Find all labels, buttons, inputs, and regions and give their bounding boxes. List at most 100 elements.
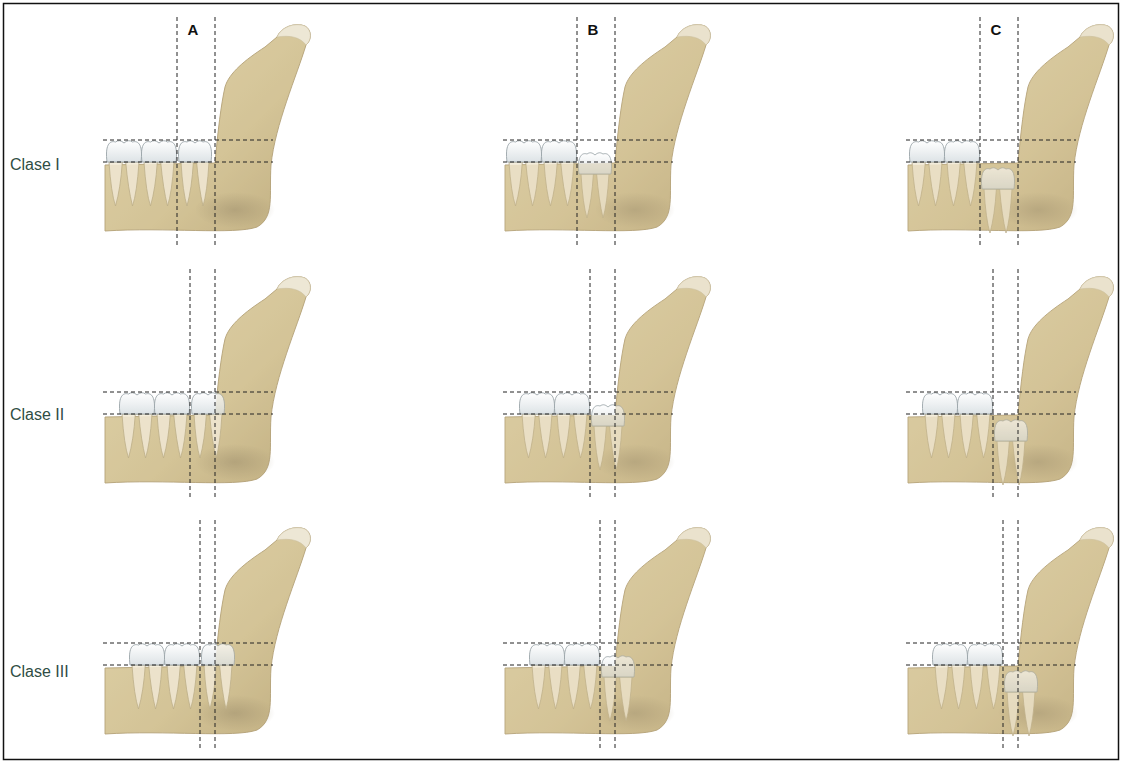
tooth: [922, 393, 957, 458]
tooth-crown: [178, 141, 211, 162]
tooth-crown: [967, 644, 1002, 665]
mandible: [908, 277, 1113, 483]
tooth: [529, 644, 564, 709]
tooth: [909, 141, 944, 206]
reference-line: [103, 643, 273, 644]
reference-line: [103, 140, 273, 141]
condyle-cap: [277, 277, 310, 297]
mandible-panel: [103, 17, 310, 247]
reference-line: [177, 17, 178, 247]
condyle-cap: [1080, 277, 1113, 297]
tooth: [957, 393, 992, 458]
reference-line: [215, 269, 216, 499]
tooth-crown: [519, 393, 554, 414]
reference-line: [906, 392, 1076, 393]
bone-overlay: [908, 25, 1113, 231]
tooth: [106, 141, 141, 206]
mandible: [505, 277, 710, 483]
tooth: [506, 141, 541, 206]
tooth-root: [960, 414, 990, 458]
bone-overlay: [908, 277, 1113, 483]
tooth-crown: [944, 141, 979, 162]
tooth-root: [109, 162, 139, 206]
spongy-bone: [998, 444, 1078, 480]
reference-line: [215, 520, 216, 750]
reference-line: [503, 643, 673, 644]
reference-line: [590, 269, 591, 499]
mandible: [505, 25, 710, 231]
frame: [4, 4, 1119, 760]
condyle-cap: [1080, 25, 1113, 45]
reference-line: [503, 162, 673, 163]
tooth-root: [122, 414, 152, 458]
condyle-cap: [677, 25, 710, 45]
tooth-crown: [191, 393, 224, 414]
reference-line: [103, 665, 273, 666]
tooth-crown: [909, 141, 944, 162]
condyle-cap: [277, 25, 310, 45]
bone-overlay: [105, 25, 310, 231]
reference-line: [615, 17, 616, 247]
mandible: [105, 25, 310, 231]
bone-overlay: [505, 25, 710, 231]
mandible-panel: [906, 520, 1113, 750]
reference-line: [980, 17, 981, 247]
bone-overlay: [505, 277, 710, 483]
tooth: [164, 644, 199, 709]
tooth: [541, 141, 576, 206]
tooth-root: [557, 414, 587, 458]
tooth: [554, 393, 589, 458]
tooth-root: [544, 162, 574, 206]
tooth: [201, 644, 234, 709]
reference-line: [103, 414, 273, 415]
reference-line: [503, 414, 673, 415]
tooth-root: [144, 162, 174, 206]
tooth-root: [604, 677, 632, 721]
tooth-root: [1007, 692, 1035, 736]
reference-line: [993, 269, 994, 499]
reference-line: [615, 269, 616, 499]
reference-line: [1003, 520, 1004, 750]
tooth-crown: [506, 141, 541, 162]
reference-line: [1018, 520, 1019, 750]
mandible-panel: [103, 520, 310, 750]
tooth: [191, 393, 224, 458]
spongy-bone: [595, 444, 675, 480]
tooth-root: [509, 162, 539, 206]
tooth: [601, 656, 634, 721]
tooth: [967, 644, 1002, 709]
condyle-cap: [677, 277, 710, 297]
row-label: Clase III: [10, 663, 69, 681]
mandible-panel: [503, 520, 710, 750]
reference-line: [906, 162, 1076, 163]
tooth: [591, 405, 624, 470]
tooth-crown: [529, 644, 564, 665]
tooth-root: [194, 414, 222, 458]
reference-line: [906, 414, 1076, 415]
bone-overlay: [105, 277, 310, 483]
tooth-crown: [564, 644, 599, 665]
tooth-crown: [119, 393, 154, 414]
reference-line: [906, 665, 1076, 666]
reference-line: [906, 140, 1076, 141]
tooth-crown: [154, 393, 189, 414]
tooth-root: [167, 665, 197, 709]
tooth: [1004, 671, 1037, 736]
tooth-crown: [578, 153, 611, 174]
tooth-crown: [106, 141, 141, 162]
tooth-crown: [201, 644, 234, 665]
mandible: [105, 277, 310, 483]
reference-line: [906, 643, 1076, 644]
tooth-root: [581, 174, 609, 218]
spongy-bone: [195, 192, 275, 228]
tooth: [981, 168, 1014, 233]
tooth-root: [522, 414, 552, 458]
reference-line: [1018, 269, 1019, 499]
tooth: [154, 393, 189, 458]
tooth-root: [947, 162, 977, 206]
reference-line: [503, 392, 673, 393]
mandible: [505, 528, 710, 734]
tooth-root: [984, 189, 1012, 233]
tooth-root: [970, 665, 1000, 709]
